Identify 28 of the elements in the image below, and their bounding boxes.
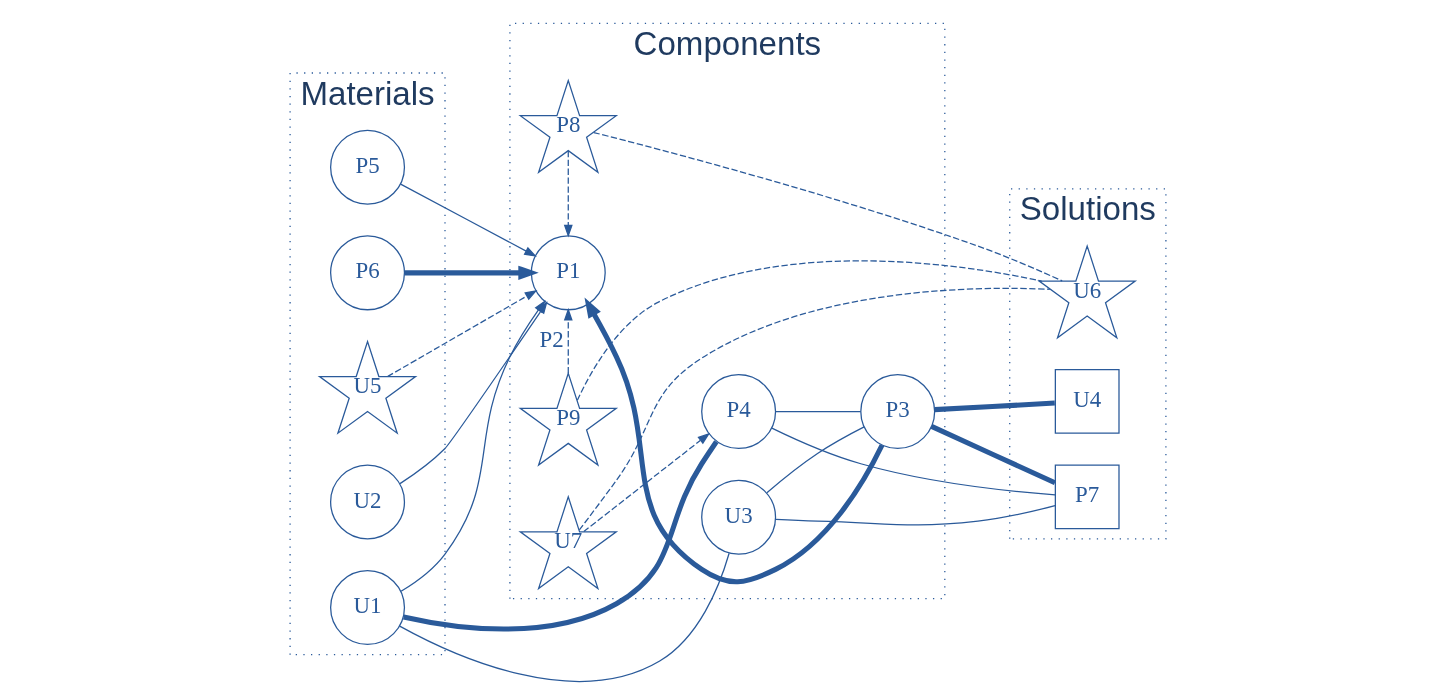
node-circle: U1 — [330, 570, 406, 646]
node-circle: P6 — [330, 235, 406, 311]
connector — [934, 400, 1055, 413]
connector — [576, 260, 1043, 401]
node-box: P7 — [1054, 464, 1120, 530]
node-box: U4 — [1054, 368, 1120, 434]
connector — [775, 505, 1056, 526]
arrow — [404, 265, 539, 280]
edge-label: P2 — [539, 327, 564, 353]
arrow — [387, 289, 538, 378]
connector — [399, 552, 730, 682]
connector — [578, 287, 1051, 531]
connector — [766, 426, 865, 494]
arrow — [400, 183, 537, 257]
connector — [593, 131, 1063, 282]
arrow — [563, 150, 573, 238]
arrow — [563, 307, 573, 374]
arrow — [584, 297, 885, 585]
node-circle: P3 — [860, 374, 936, 450]
arrow — [583, 432, 711, 533]
connector — [771, 427, 1056, 496]
connector — [930, 424, 1056, 486]
node-circle: U2 — [330, 464, 406, 540]
node-circle: P4 — [701, 374, 777, 450]
node-circle: U3 — [701, 479, 777, 555]
connector — [403, 440, 719, 632]
node-circle: P5 — [330, 129, 406, 205]
connector — [775, 410, 862, 413]
